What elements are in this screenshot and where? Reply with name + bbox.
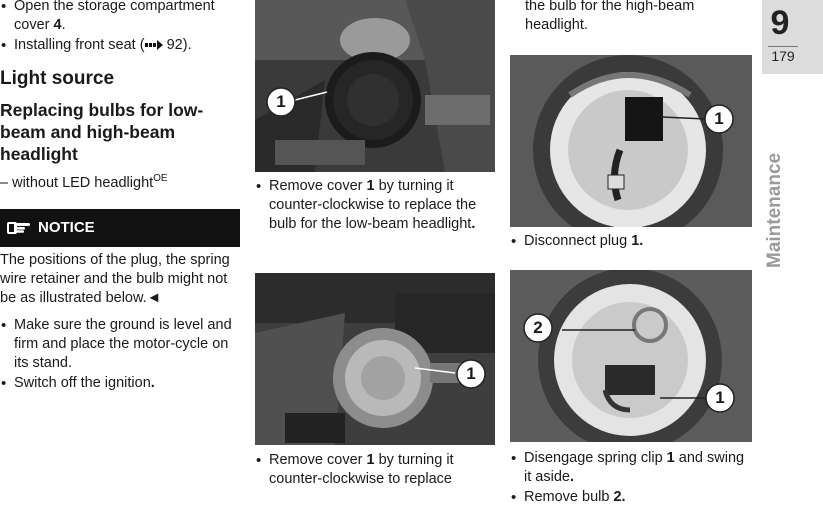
photo-low-beam-cover: 1 bbox=[255, 0, 495, 172]
bullet-ignition-off: Switch off the ignition. bbox=[0, 374, 240, 393]
step-remove-bulb: Remove bulb 2. bbox=[510, 488, 752, 507]
chapter-tab: 9 179 bbox=[762, 0, 823, 74]
hand-pointing-icon bbox=[7, 221, 30, 234]
step-remove-high-beam-cover: Remove cover 1 by turning it counter-clo… bbox=[255, 451, 495, 489]
photo4-callout-bulb: 2 bbox=[533, 318, 543, 337]
right-column-step3: Disconnect plug 1. bbox=[510, 232, 752, 252]
notice-label: NOTICE bbox=[38, 219, 95, 237]
step-disengage-clip: Disengage spring clip 1 and swing it asi… bbox=[510, 449, 752, 487]
middle-column: Remove cover 1 by turning it counter-clo… bbox=[255, 177, 495, 235]
step-remove-low-beam-cover: Remove cover 1 by turning it counter-clo… bbox=[255, 177, 495, 234]
bottom-bullet-list: Make sure the ground is level and firm a… bbox=[0, 316, 240, 393]
top-bullet-list: Open the storage compartment cover 4. In… bbox=[0, 0, 240, 55]
end-mark: ◄ bbox=[146, 289, 162, 306]
bullet-storage-cover: Open the storage compartment cover 4. bbox=[0, 0, 240, 35]
photo1-callout: 1 bbox=[276, 92, 286, 111]
subsection-title: Replacing bulbs for low-beam and high-be… bbox=[0, 100, 204, 164]
section-title: Light source bbox=[0, 68, 115, 89]
notice-banner: NOTICE bbox=[0, 208, 240, 247]
chapter-number: 9 bbox=[770, 4, 790, 42]
right-column: the bulb for the high-beam headlight. bbox=[525, 0, 757, 35]
notice-text: The positions of the plug, the spring wi… bbox=[0, 251, 230, 306]
chapter-side-label: Maintenance bbox=[764, 152, 785, 268]
photo-high-beam-cover: 1 bbox=[255, 273, 495, 445]
bullet-install-seat: Installing front seat ( 92). bbox=[0, 36, 240, 55]
right-column-steps-lower: Disengage spring clip 1 and swing it asi… bbox=[510, 449, 752, 508]
chapter-divider bbox=[768, 46, 798, 47]
photo-spring-clip: 2 1 bbox=[510, 270, 752, 442]
continued-text: the bulb for the high-beam headlight. bbox=[525, 0, 695, 33]
left-column: Open the storage compartment cover 4. In… bbox=[0, 0, 240, 394]
arrow-icon bbox=[144, 40, 163, 51]
middle-column-lower: Remove cover 1 by turning it counter-clo… bbox=[255, 451, 495, 490]
photo3-callout: 1 bbox=[714, 109, 724, 128]
step-disconnect-plug: Disconnect plug 1. bbox=[510, 232, 752, 251]
photo2-callout: 1 bbox=[466, 364, 476, 383]
bullet-ground-level: Make sure the ground is level and firm a… bbox=[0, 316, 240, 373]
photo4-callout-clip: 1 bbox=[715, 388, 725, 407]
photo-plug: 1 bbox=[510, 55, 752, 227]
page-number: 179 bbox=[771, 48, 795, 64]
variant-note: – without LED headlightOE bbox=[0, 173, 168, 191]
